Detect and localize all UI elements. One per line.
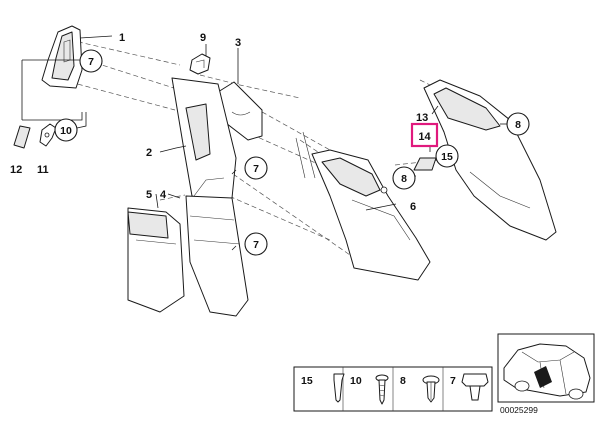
plug-icon (333, 373, 345, 403)
part-14-insert (413, 157, 437, 171)
callout-6: 6 (410, 201, 416, 213)
svg-text:8: 8 (400, 375, 406, 387)
clip-icon (461, 373, 489, 401)
callout-12: 12 (10, 164, 22, 176)
svg-text:7: 7 (253, 163, 259, 175)
car-outline-icon (503, 343, 591, 400)
svg-text:8: 8 (515, 119, 521, 131)
callout-8-right: 8 (506, 112, 530, 136)
callout-10: 10 (54, 118, 78, 142)
svg-text:7: 7 (450, 375, 456, 387)
expanding-rivet-icon (422, 375, 440, 403)
legend-item-15: 15 (301, 373, 345, 403)
callout-4: 4 (160, 189, 167, 201)
part-9-clip (189, 53, 211, 75)
fastener-legend: 15 10 8 7 (293, 366, 493, 412)
svg-text:15: 15 (441, 151, 453, 163)
svg-text:8: 8 (401, 173, 407, 185)
svg-text:7: 7 (88, 56, 94, 68)
legend-item-8: 8 (400, 375, 440, 403)
callout-7-middle: 7 (244, 156, 268, 180)
callout-13: 13 (416, 112, 428, 124)
callout-1: 1 (119, 32, 125, 44)
callout-7-bottom: 7 (244, 232, 268, 256)
part-2-b-pillar-upper (171, 77, 237, 203)
part-11-bracket (39, 123, 57, 147)
part-12-cover (13, 125, 31, 149)
callout-7-top: 7 (79, 49, 103, 73)
callout-5: 5 (146, 189, 152, 201)
part-6-c-pillar-trim (311, 149, 431, 281)
part-5-lower-trim (127, 207, 185, 313)
callout-14-highlighted[interactable]: 14 (410, 122, 439, 148)
part-1-a-pillar-trim (41, 25, 83, 89)
callout-9: 9 (200, 32, 206, 44)
part-13-rear-panel (423, 79, 557, 241)
callout-3: 3 (235, 37, 241, 49)
svg-text:10: 10 (60, 125, 72, 137)
svg-text:7: 7 (253, 239, 259, 251)
legend-item-7: 7 (450, 373, 489, 401)
part-4-b-pillar-lower (185, 195, 249, 317)
diagram-number: 00025299 (500, 405, 538, 415)
callout-11: 11 (37, 164, 49, 176)
legend-item-10: 10 (350, 374, 389, 405)
svg-text:10: 10 (350, 375, 362, 387)
screw-icon (375, 374, 389, 405)
callout-15: 15 (435, 144, 459, 168)
vehicle-thumbnail: 00025299 (497, 333, 595, 415)
callout-8-left: 8 (392, 166, 416, 190)
svg-text:14: 14 (418, 131, 431, 143)
callout-2: 2 (146, 147, 152, 159)
svg-text:15: 15 (301, 375, 313, 387)
